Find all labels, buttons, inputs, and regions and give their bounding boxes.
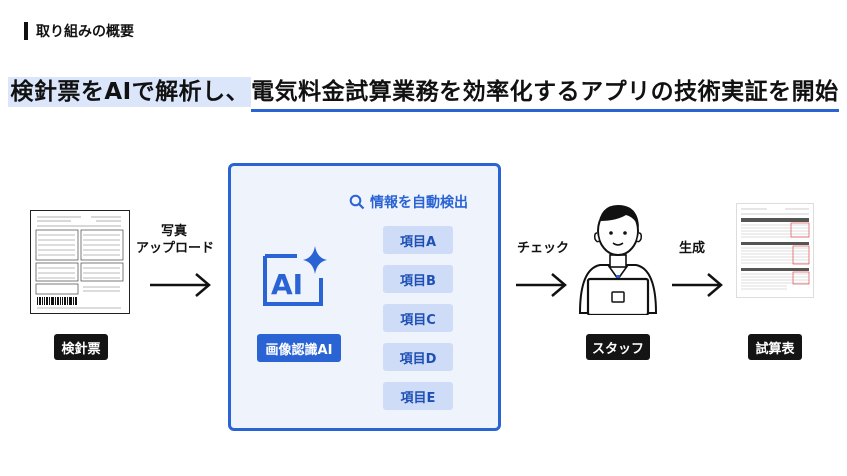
headline-ai-part: 検針票をAIで解析し、 — [8, 77, 252, 107]
detected-item: 項目C — [383, 304, 453, 332]
ai-badge: 画像認識AI — [257, 334, 341, 362]
estimate-sheet-document — [736, 203, 814, 298]
detected-item: 項目D — [383, 343, 453, 371]
upload-label: 写真 アップロード — [136, 223, 215, 257]
auto-detect-text: 情報を自動検出 — [370, 195, 468, 211]
auto-detect-label: 情報を自動検出 — [349, 192, 468, 212]
detected-item: 項目A — [383, 226, 453, 254]
receipt-document-icon — [35, 216, 124, 309]
right-arrow-icon — [670, 270, 726, 300]
right-arrow-icon — [514, 270, 570, 300]
magnifier-icon — [349, 194, 365, 210]
section-label-text: 取り組みの概要 — [36, 24, 134, 40]
meter-slip-caption: 検針票 — [54, 334, 108, 360]
check-label: チェック — [516, 241, 569, 256]
section-label: 取り組みの概要 — [24, 22, 134, 40]
estimate-sheet-caption: 試算表 — [748, 334, 802, 360]
upload-label-line2: アップロード — [136, 241, 215, 256]
detected-item: 項目B — [383, 265, 453, 293]
ai-recognition-panel: 情報を自動検出 AI 画像認識AI 項目A 項目B 項目C 項目D 項目E — [228, 163, 501, 431]
spreadsheet-document-icon — [741, 208, 810, 290]
generate-label: 生成 — [678, 241, 705, 256]
upload-label-line1: 写真 — [160, 224, 187, 239]
headline: 検針票をAIで解析し、電気料金試算業務を効率化するアプリの技術実証を開始 — [0, 72, 847, 112]
right-arrow-icon — [148, 270, 214, 300]
meter-slip-document — [30, 210, 130, 314]
ai-sparkle-icon: AI — [261, 244, 333, 314]
staff-caption: スタッフ — [586, 334, 650, 360]
section-label-bar — [24, 22, 28, 40]
ai-icon-text: AI — [271, 268, 303, 301]
person-with-laptop-icon — [570, 195, 666, 319]
detected-item: 項目E — [383, 382, 453, 410]
headline-rest-part: 電気料金試算業務を効率化するアプリの技術実証を開始 — [251, 79, 839, 112]
